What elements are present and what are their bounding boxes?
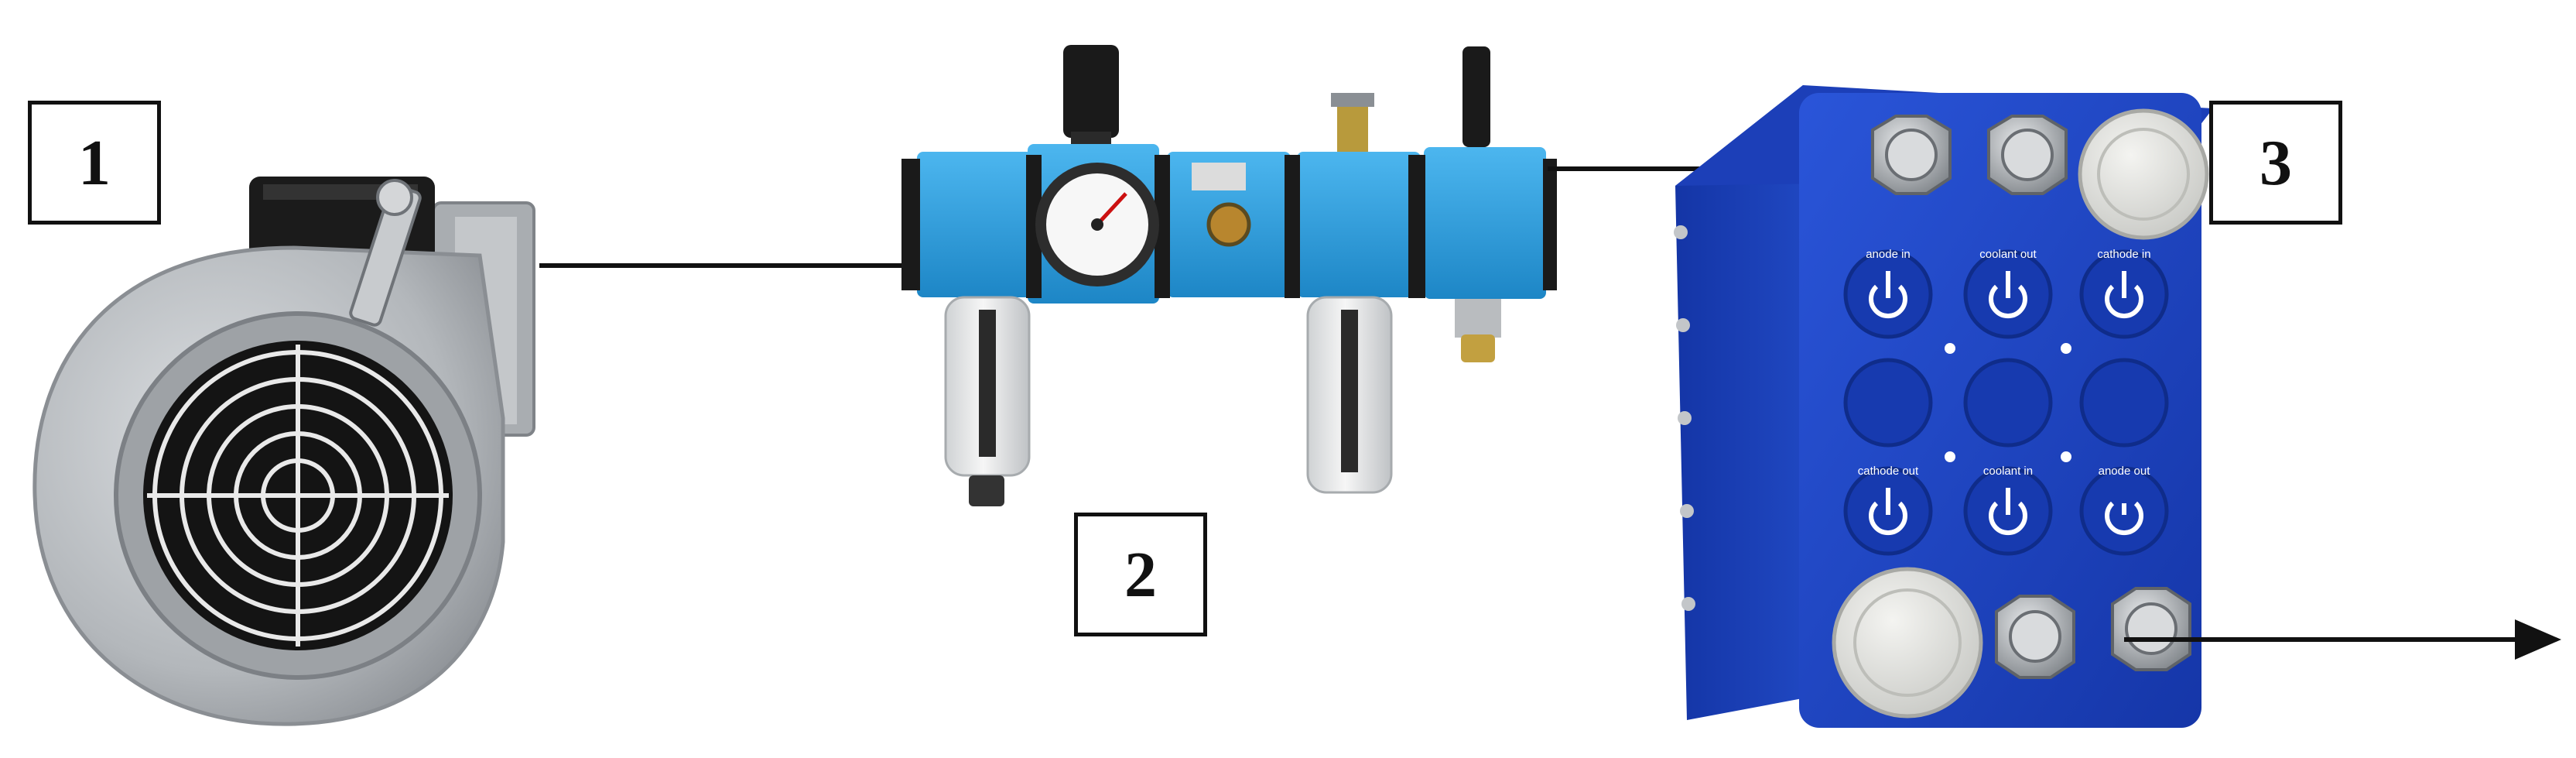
label-number: 1 [78,126,111,199]
frl-unit-icon [901,45,1557,506]
label-box-3: 3 [2209,101,2342,225]
stack-port-label-top: cathode in [2097,248,2150,261]
label-box-2: 2 [1074,513,1207,636]
stack-port-label-top: coolant out [1979,248,2037,261]
stack-port-label-bottom: anode out [2099,465,2151,478]
fuel-cell-stack-icon [1674,85,2213,728]
label-box-1: 1 [28,101,161,225]
label-number: 2 [1124,538,1157,611]
arrow-right-icon [2515,619,2561,660]
stack-port-label-bottom: cathode out [1858,465,1919,478]
stack-port-label-top: anode in [1866,248,1911,261]
label-number: 3 [2260,126,2292,199]
stack-port-label-bottom: coolant in [1983,465,2033,478]
blower-icon [32,177,535,726]
